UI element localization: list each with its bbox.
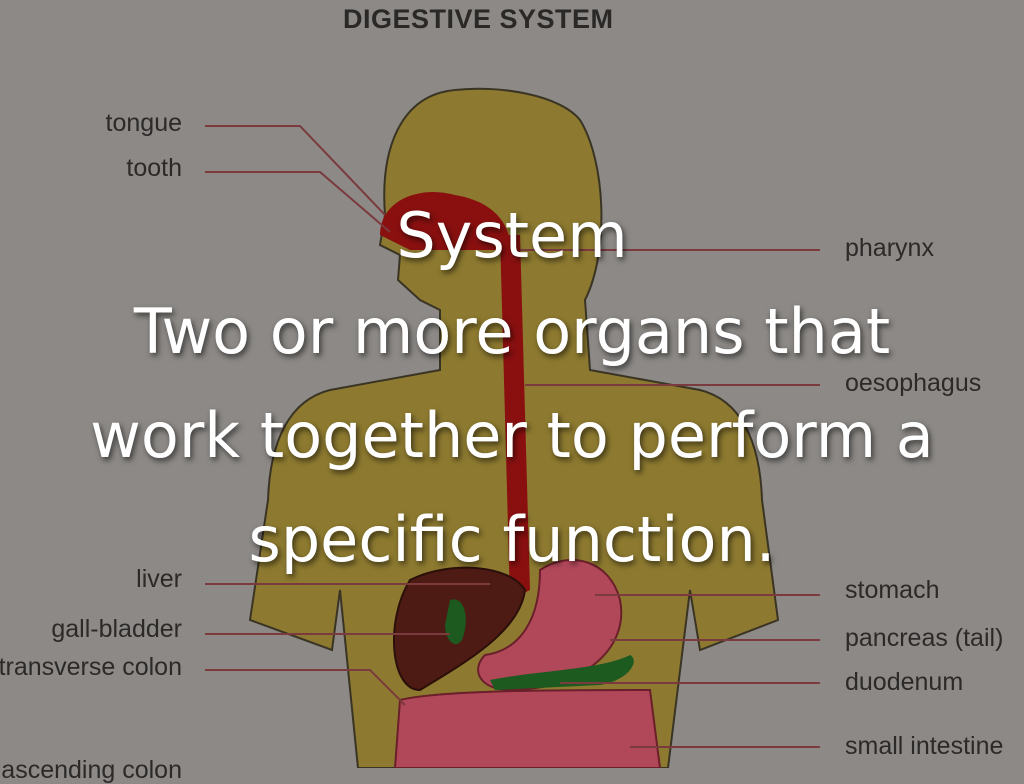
- label-tooth: tooth: [126, 154, 182, 182]
- label-tongue: tongue: [105, 109, 182, 137]
- stomach: [477, 559, 623, 692]
- label-gall-bladder: gall-bladder: [51, 615, 182, 643]
- digestive-system-diagram: [205, 87, 820, 768]
- slide-body: Two or more organs that work together to…: [90, 295, 934, 576]
- label-transverse-colon: transverse colon: [0, 653, 182, 681]
- label-pharynx: pharynx: [845, 234, 934, 262]
- label-oesophagus: oesophagus: [845, 369, 982, 397]
- mouth-pharynx: [380, 191, 520, 250]
- oesophagus: [500, 235, 530, 600]
- label-ascending-colon: ascending colon: [1, 756, 182, 784]
- label-duodenum: duodenum: [845, 668, 964, 696]
- label-liver: liver: [136, 565, 182, 593]
- label-small-intestine: small intestine: [845, 732, 1004, 760]
- label-stomach: stomach: [845, 576, 940, 604]
- pancreas: [490, 655, 634, 690]
- diagram-title: DIGESTIVE SYSTEM: [343, 4, 614, 34]
- leader-lines: [205, 125, 820, 748]
- intestines: [393, 688, 662, 768]
- slide-heading: System: [396, 199, 628, 272]
- label-pancreas: pancreas (tail): [845, 624, 1004, 652]
- gall-bladder: [445, 599, 466, 645]
